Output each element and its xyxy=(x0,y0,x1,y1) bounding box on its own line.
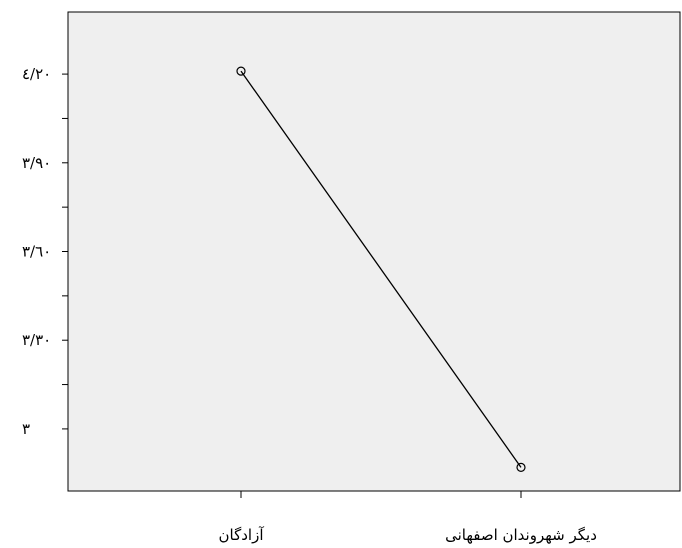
series-line xyxy=(236,66,526,472)
data-point xyxy=(516,462,526,472)
data-point xyxy=(236,66,246,76)
x-axis: آزادگان دیگر شهروندان اصفهانی xyxy=(219,491,597,544)
y-tick-label: ٣/٣٠ xyxy=(22,331,51,349)
y-tick-label: ٣ xyxy=(22,420,30,438)
y-tick-label: ٣/٦٠ xyxy=(22,243,51,261)
plot-area xyxy=(67,11,681,492)
x-tick-label: دیگر شهروندان اصفهانی xyxy=(445,526,597,544)
y-tick-label: ٤/٢٠ xyxy=(22,65,51,83)
y-axis: ٣ ٣/٣٠ ٣/٦٠ ٣/٩٠ ٤/٢٠ xyxy=(22,65,68,438)
series-path xyxy=(240,70,522,468)
x-tick-label: آزادگان xyxy=(219,526,265,544)
y-tick-label: ٣/٩٠ xyxy=(22,154,51,172)
